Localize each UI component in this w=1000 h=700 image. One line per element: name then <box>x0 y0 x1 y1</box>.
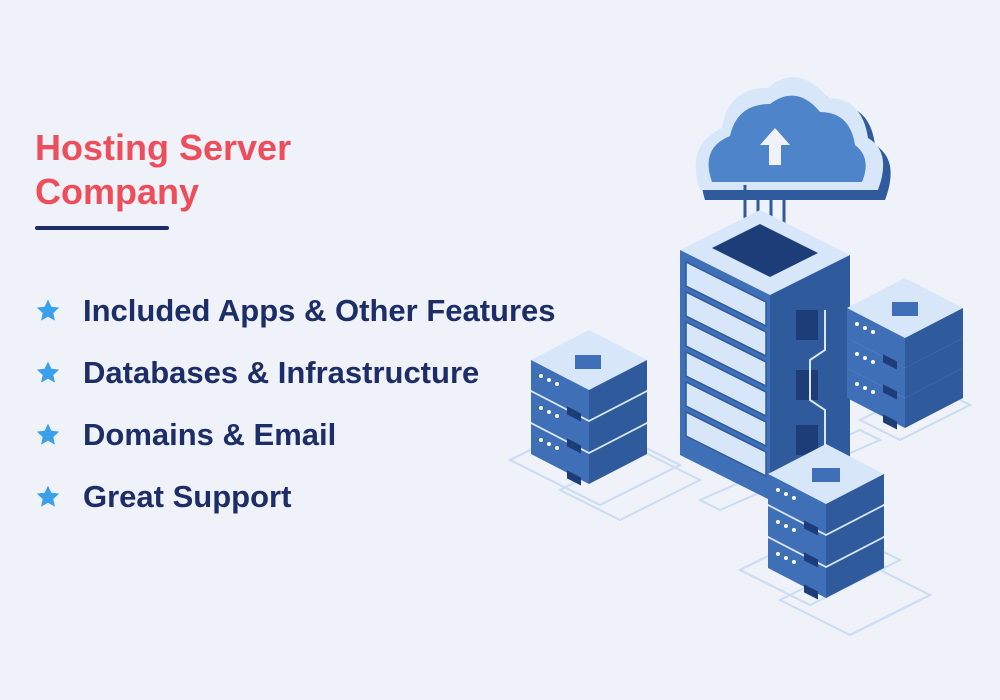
feature-item: Great Support <box>35 466 556 528</box>
feature-label: Databases & Infrastructure <box>83 355 480 390</box>
upload-arrow-icon <box>760 128 790 165</box>
star-icon <box>36 361 60 383</box>
server-tower <box>680 210 850 500</box>
star-icon <box>36 485 60 507</box>
feature-list: Included Apps & Other Features Databases… <box>35 280 556 528</box>
star-icon <box>36 299 60 321</box>
feature-item: Databases & Infrastructure <box>35 342 556 404</box>
feature-item: Included Apps & Other Features <box>35 280 556 342</box>
title-underline <box>35 226 169 230</box>
feature-label: Included Apps & Other Features <box>83 293 556 328</box>
feature-label: Domains & Email <box>83 417 337 452</box>
cloud-icon <box>695 77 891 255</box>
title-line-1: Hosting Server <box>35 127 292 168</box>
title-line-2: Company <box>35 171 200 212</box>
server-stack-right <box>847 278 963 430</box>
feature-label: Great Support <box>83 479 292 514</box>
server-cloud-illustration <box>507 77 973 637</box>
star-icon <box>36 423 60 445</box>
page-title: Hosting Server Company <box>35 126 291 214</box>
feature-item: Domains & Email <box>35 404 556 466</box>
server-stack-left <box>531 330 647 486</box>
server-stack-front <box>768 444 884 600</box>
